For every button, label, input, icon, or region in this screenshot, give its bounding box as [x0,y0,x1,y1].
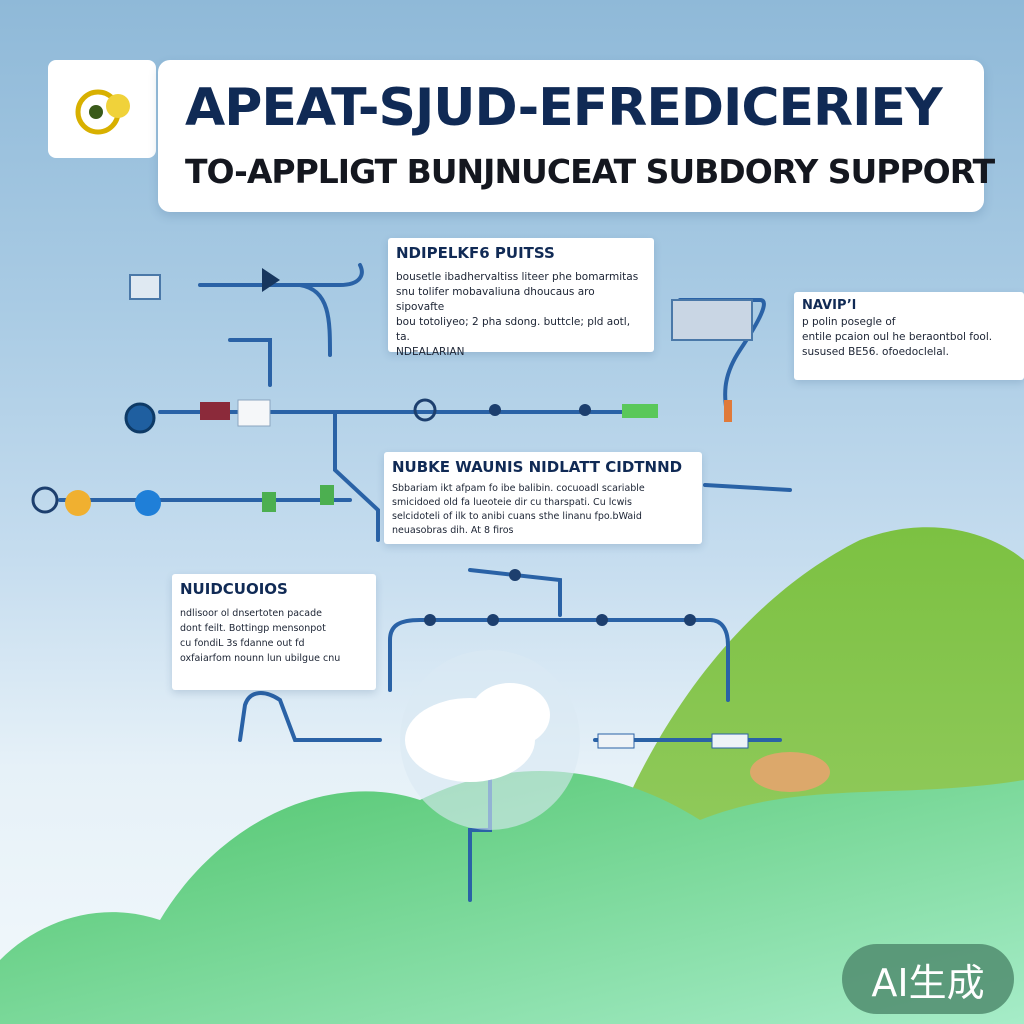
pipe-top-drop [298,283,332,357]
title-card [158,60,984,212]
card-body: bousetle ibadhervaltiss liteer phe bomar… [396,271,639,358]
pipe-left-branch [228,338,272,387]
card-body: Sbbariam ikt afpam fo ibe balibin. cocuo… [392,483,645,536]
valve-nodes [31,268,830,792]
page-subtitle: TO-APPLIGT BUNJNUCEAT SUBDORY SUPPORT [185,152,995,191]
pipe-main-riser [333,410,380,542]
card-title: NAVIP’l [802,298,857,313]
page-title: APEAT-SJUD-EFREDICERIEY [185,78,943,138]
pipe-lower [388,618,730,702]
card-body: p polin posegle of entile pcaion oul he … [802,316,993,358]
card-body: ndlisoor ol dnsertoten pacade dont feilt… [180,608,341,664]
cloud-node [400,650,580,830]
front-hill [0,771,1024,1024]
card-title: NUBKE WAUNIS NIDLATT CIDTNND [392,458,683,476]
logo-icon [75,89,130,135]
ai-generated-badge: AI生成 [842,944,1014,1014]
info-card-3: NUBKE WAUNIS NIDLATT CIDTNND Sbbariam ik… [384,452,702,544]
logo [48,60,156,158]
card-title: NUIDCUOIOS [180,580,288,598]
pipe-right-mid [703,483,792,492]
info-card-2: NAVIP’l p polin posegle of entile pcaion… [794,292,1024,380]
pipe-bottom-left [238,691,382,742]
header: APEAT-SJUD-EFREDICERIEY TO-APPLIGT BUNJN… [40,60,995,212]
pipe-top [198,263,364,287]
card-title: NDIPELKF6 PUITSS [396,244,555,262]
pipe-lower-riser [468,568,562,617]
info-card-1: NDIPELKF6 PUITSS bousetle ibadhervaltiss… [388,238,654,358]
info-card-4: NUIDCUOIOS ndlisoor ol dnsertoten pacade… [172,574,376,690]
